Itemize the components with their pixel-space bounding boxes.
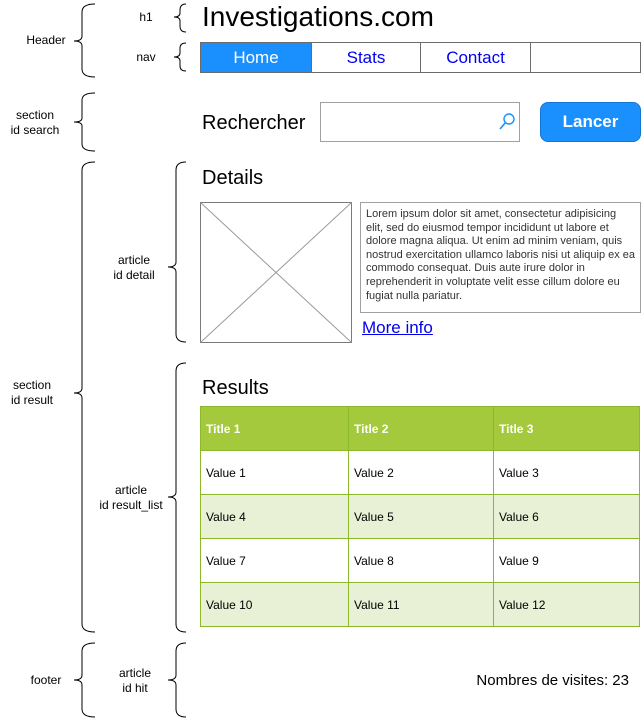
table-cell: Value 4 <box>200 494 349 539</box>
annotation-nav: nav <box>136 50 156 64</box>
table-cell: Value 11 <box>348 582 494 627</box>
nav-bar: Home Stats Contact <box>200 42 641 73</box>
nav-item-stats[interactable]: Stats <box>312 43 421 72</box>
annotation-footer: footer <box>30 673 62 687</box>
nav-item-home[interactable]: Home <box>201 43 312 72</box>
table-cell: Value 9 <box>493 538 640 583</box>
table-cell: Value 8 <box>348 538 494 583</box>
table-cell: Value 7 <box>200 538 349 583</box>
details-text: Lorem ipsum dolor sit amet, consectetur … <box>360 202 641 313</box>
launch-button[interactable]: Lancer <box>540 102 641 142</box>
table-header-row: Title 1 Title 2 Title 3 <box>200 406 640 451</box>
search-input[interactable] <box>320 102 520 142</box>
table-cell: Value 3 <box>493 450 640 495</box>
results-title: Results <box>202 377 269 399</box>
column-header: Title 1 <box>200 406 349 451</box>
table-cell: Value 5 <box>348 494 494 539</box>
annotation-h1: h1 <box>139 10 153 24</box>
more-info-link[interactable]: More info <box>362 318 433 337</box>
nav-item-contact[interactable]: Contact <box>421 43 531 72</box>
annotation-header: Header <box>26 33 66 47</box>
table-cell: Value 1 <box>200 450 349 495</box>
site-title: Investigations.com <box>202 1 434 32</box>
table-cell: Value 2 <box>348 450 494 495</box>
nav-item-empty[interactable] <box>531 43 640 72</box>
details-title: Details <box>202 167 264 189</box>
search-icon[interactable] <box>498 112 516 132</box>
column-header: Title 3 <box>493 406 640 451</box>
visit-counter: Nombres de visites: 23 <box>476 672 629 689</box>
table-row: Value 4 Value 5 Value 6 <box>200 494 640 539</box>
results-table: Title 1 Title 2 Title 3 Value 1 Value 2 … <box>200 406 640 627</box>
table-cell: Value 10 <box>200 582 349 627</box>
image-placeholder <box>200 202 352 343</box>
table-row: Value 7 Value 8 Value 9 <box>200 538 640 583</box>
table-cell: Value 12 <box>493 582 640 627</box>
table-row: Value 1 Value 2 Value 3 <box>200 450 640 495</box>
table-row: Value 10 Value 11 Value 12 <box>200 582 640 627</box>
table-cell: Value 6 <box>493 494 640 539</box>
search-label: Rechercher <box>202 112 306 134</box>
column-header: Title 2 <box>348 406 494 451</box>
